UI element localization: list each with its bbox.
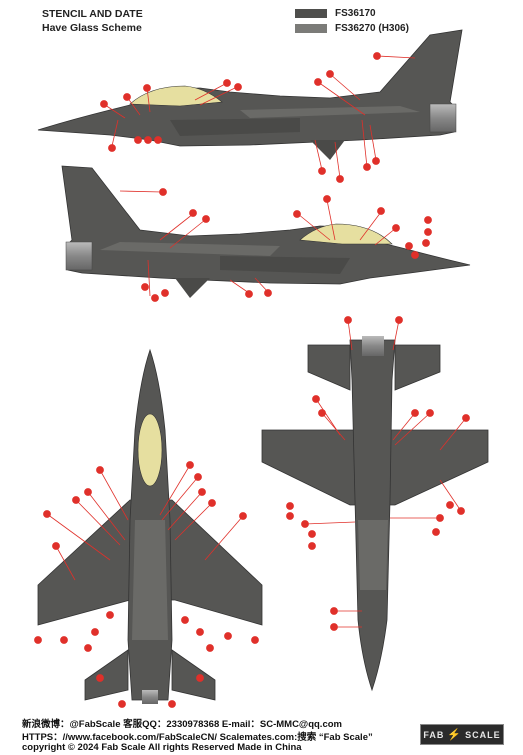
scheme-subtitle: Have Glass Scheme: [42, 22, 142, 34]
color-swatch-light: [295, 24, 327, 33]
footer-copyright-line: copyright © 2024 Fab Scale All rights Re…: [22, 742, 302, 753]
footer-web-line: HTTPS：//www.facebook.com/FabScaleCN/ Sca…: [22, 732, 373, 743]
scheme-title: STENCIL AND DATE: [42, 8, 143, 20]
color-swatch-dark: [295, 9, 327, 18]
fab-scale-logo: FAB ⚡ SCALE: [420, 724, 504, 745]
bolt-icon: ⚡: [447, 729, 463, 741]
legend-item-light: FS36270 (H306): [295, 23, 409, 34]
legend-label-light: FS36270 (H306): [335, 23, 409, 34]
legend-label-dark: FS36170: [335, 8, 376, 19]
side-view-right-profile: [61, 165, 471, 298]
legend-item-dark: FS36170: [295, 8, 376, 19]
side-view-left-profile: [37, 29, 463, 160]
footer-contact-line: 新浪微博：@FabScale 客服QQ：2330978368 E-mail：SC…: [22, 719, 342, 730]
bottom-view-underside: [261, 336, 489, 692]
stencil-callouts: [34, 52, 470, 708]
top-view-planform: [37, 348, 263, 704]
